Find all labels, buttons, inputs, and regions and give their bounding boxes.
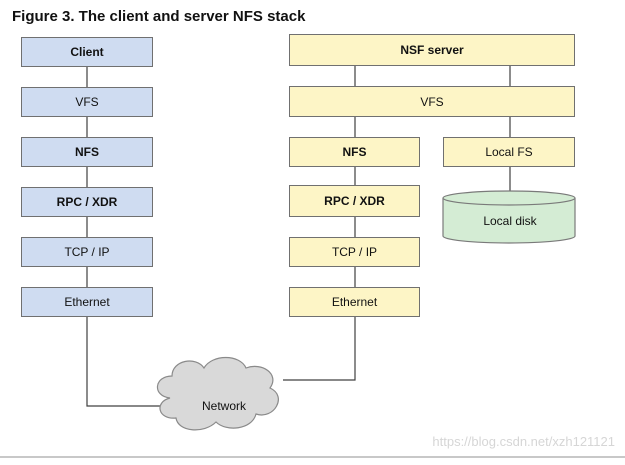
bottom-rule [0,456,625,458]
client-ethernet: Ethernet [21,287,153,317]
server-local-fs: Local FS [443,137,575,167]
server-rpc-xdr: RPC / XDR [289,185,420,217]
local-disk-label: Local disk [483,214,537,228]
server-nfs: NFS [289,137,420,167]
client-vfs: VFS [21,87,153,117]
server-tcp-ip: TCP / IP [289,237,420,267]
network-label: Network [201,399,247,413]
client-tcp-ip: TCP / IP [21,237,153,267]
network-cloud [156,356,279,431]
client-header: Client [21,37,153,67]
client-rpc-xdr: RPC / XDR [21,187,153,217]
client-nfs: NFS [21,137,153,167]
server-header: NSF server [289,34,575,66]
server-ethernet: Ethernet [289,287,420,317]
server-network-link [283,316,356,381]
watermark-text: https://blog.csdn.net/xzh121121 [432,434,615,449]
server-vfs: VFS [289,86,575,117]
figure-title: Figure 3. The client and server NFS stac… [12,8,306,25]
local-disk [442,190,576,244]
client-network-link [86,316,165,407]
